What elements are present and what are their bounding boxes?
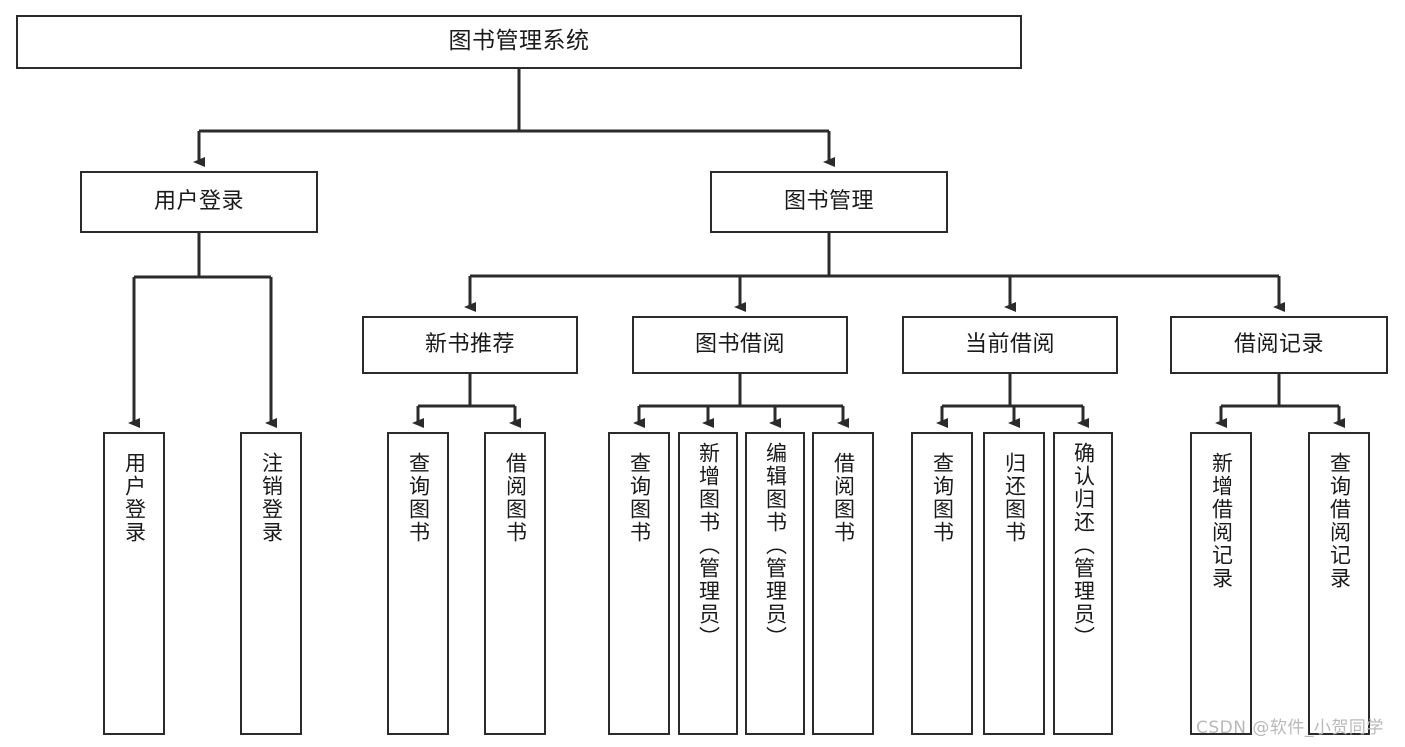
node-leaf-edit-book[interactable]: 编辑图书（管理员） bbox=[745, 432, 805, 735]
node-current-borrow[interactable]: 当前借阅 bbox=[902, 316, 1118, 374]
node-new-book-rec[interactable]: 新书推荐 bbox=[362, 316, 578, 374]
node-current-borrow-label: 当前借阅 bbox=[964, 331, 1055, 357]
node-leaf-add-record[interactable]: 新增借阅记录 bbox=[1190, 432, 1252, 735]
node-leaf-query-record[interactable]: 查询借阅记录 bbox=[1308, 432, 1370, 735]
node-root-label: 图书管理系统 bbox=[448, 28, 590, 55]
node-leaf-query-book-3-label: 查询图书 bbox=[930, 452, 955, 544]
node-leaf-edit-book-label: 编辑图书（管理员） bbox=[763, 442, 788, 649]
node-new-book-rec-label: 新书推荐 bbox=[424, 331, 515, 357]
node-book-borrow[interactable]: 图书借阅 bbox=[632, 316, 848, 374]
node-leaf-user-logout[interactable]: 注销登录 bbox=[240, 432, 302, 735]
node-leaf-borrow-book-2[interactable]: 借阅图书 bbox=[812, 432, 874, 735]
node-leaf-return-book-label: 归还图书 bbox=[1002, 452, 1027, 544]
node-leaf-query-book-1[interactable]: 查询图书 bbox=[387, 432, 449, 735]
watermark: CSDN @软件_小贺同学 bbox=[1196, 718, 1384, 738]
node-leaf-borrow-book-2-label: 借阅图书 bbox=[831, 452, 856, 544]
node-book-borrow-label: 图书借阅 bbox=[694, 331, 785, 357]
node-leaf-borrow-book-1-label: 借阅图书 bbox=[503, 452, 528, 544]
node-leaf-add-book[interactable]: 新增图书（管理员） bbox=[678, 432, 738, 735]
node-leaf-user-login-label: 用户登录 bbox=[122, 452, 147, 544]
node-leaf-query-record-label: 查询借阅记录 bbox=[1327, 452, 1352, 590]
node-leaf-query-book-1-label: 查询图书 bbox=[406, 452, 431, 544]
node-leaf-query-book-2-label: 查询图书 bbox=[627, 452, 652, 544]
node-user-login[interactable]: 用户登录 bbox=[80, 171, 318, 233]
node-book-manage-label: 图书管理 bbox=[783, 188, 874, 214]
node-leaf-confirm-return-label: 确认归还（管理员） bbox=[1071, 442, 1096, 649]
node-leaf-query-book-3[interactable]: 查询图书 bbox=[911, 432, 973, 735]
node-leaf-user-login[interactable]: 用户登录 bbox=[103, 432, 165, 735]
node-user-login-label: 用户登录 bbox=[153, 188, 244, 214]
node-leaf-borrow-book-1[interactable]: 借阅图书 bbox=[484, 432, 546, 735]
node-book-manage[interactable]: 图书管理 bbox=[710, 171, 948, 233]
node-leaf-return-book[interactable]: 归还图书 bbox=[983, 432, 1045, 735]
node-leaf-add-book-label: 新增图书（管理员） bbox=[696, 442, 721, 649]
node-leaf-query-book-2[interactable]: 查询图书 bbox=[608, 432, 670, 735]
node-leaf-confirm-return[interactable]: 确认归还（管理员） bbox=[1053, 432, 1113, 735]
node-leaf-add-record-label: 新增借阅记录 bbox=[1209, 452, 1234, 590]
node-root[interactable]: 图书管理系统 bbox=[16, 15, 1022, 69]
node-leaf-user-logout-label: 注销登录 bbox=[259, 452, 284, 544]
node-borrow-record-label: 借阅记录 bbox=[1233, 331, 1324, 357]
node-borrow-record[interactable]: 借阅记录 bbox=[1170, 316, 1388, 374]
